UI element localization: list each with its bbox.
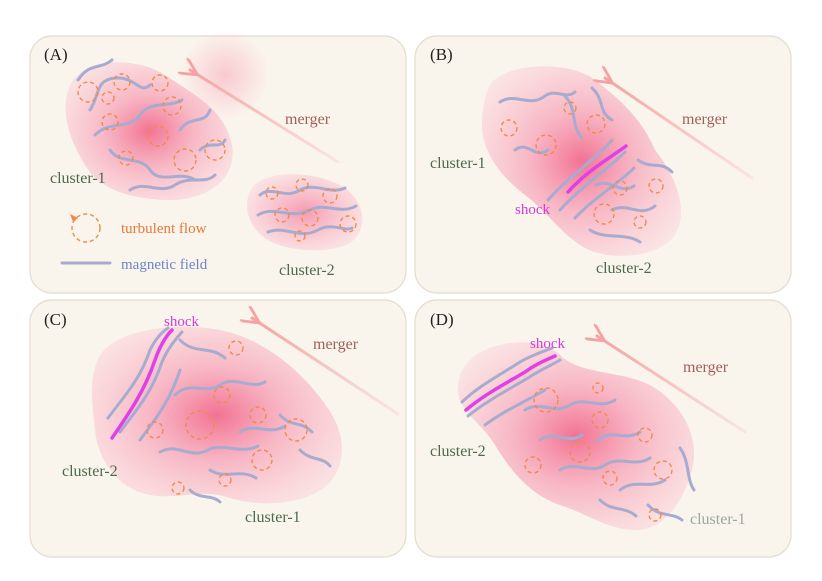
shock-label: shock	[515, 202, 550, 218]
magnetic-field-line	[573, 166, 636, 220]
cluster-1-label: cluster-1	[690, 511, 746, 528]
cluster-2-label: cluster-2	[596, 260, 652, 277]
turbulent-eddies	[146, 340, 308, 495]
turbulent-eddies	[265, 178, 357, 242]
merger-glow	[180, 30, 270, 120]
panel-d: (D) merger shock	[414, 299, 792, 558]
cluster-2-label: cluster-2	[279, 262, 335, 279]
cluster-2-label: cluster-2	[62, 463, 118, 480]
magnetic-field-line	[546, 138, 614, 202]
magnetic-field-lines	[498, 86, 674, 244]
turbulent-eddies	[500, 101, 664, 229]
merger-arrow	[190, 70, 340, 164]
magnetic-field-lines	[106, 326, 332, 504]
turbulent-eddies	[524, 382, 673, 522]
arrowhead-icon	[70, 214, 78, 222]
merger-label: merger	[285, 111, 331, 128]
panel-d-label: (D)	[430, 310, 454, 329]
panel-b-label: (B)	[430, 45, 453, 64]
merger-label: merger	[313, 336, 359, 353]
cluster-1-label: cluster-1	[430, 155, 486, 172]
panel-c-label: (C)	[44, 310, 67, 329]
cluster-2-label: cluster-2	[430, 443, 486, 460]
panel-b: (B) merger cluster-1	[414, 35, 792, 294]
magnetic-field-line	[558, 150, 627, 212]
merged-cluster-blob	[91, 326, 343, 504]
turbulent-flow-legend-icon	[71, 213, 101, 243]
cluster-1-label: cluster-1	[50, 170, 106, 187]
shock-front	[566, 144, 628, 194]
merger-label: merger	[683, 359, 729, 376]
merger-label: merger	[682, 111, 728, 128]
shock-label: shock	[530, 336, 565, 352]
legend-magnetic-field: magnetic field	[121, 257, 208, 273]
merger-arrow	[605, 78, 754, 180]
magnetic-field-lines	[76, 58, 227, 192]
panel-c: (C) merger shock	[29, 299, 407, 558]
legend-turbulent-flow: turbulent flow	[121, 221, 207, 237]
legend: turbulent flow magnetic field	[60, 213, 208, 273]
shock-label: shock	[164, 314, 199, 330]
cluster-1-label: cluster-1	[245, 509, 301, 526]
merger-arrow	[597, 336, 747, 434]
shock-front	[464, 354, 557, 412]
panel-a-label: (A)	[44, 45, 68, 64]
merger-arrow	[252, 318, 400, 416]
panel-a: (A) cluster-1	[29, 30, 407, 294]
magnetic-field-lines	[460, 346, 696, 522]
shock-front	[110, 328, 174, 440]
turbulent-eddies	[77, 73, 226, 172]
